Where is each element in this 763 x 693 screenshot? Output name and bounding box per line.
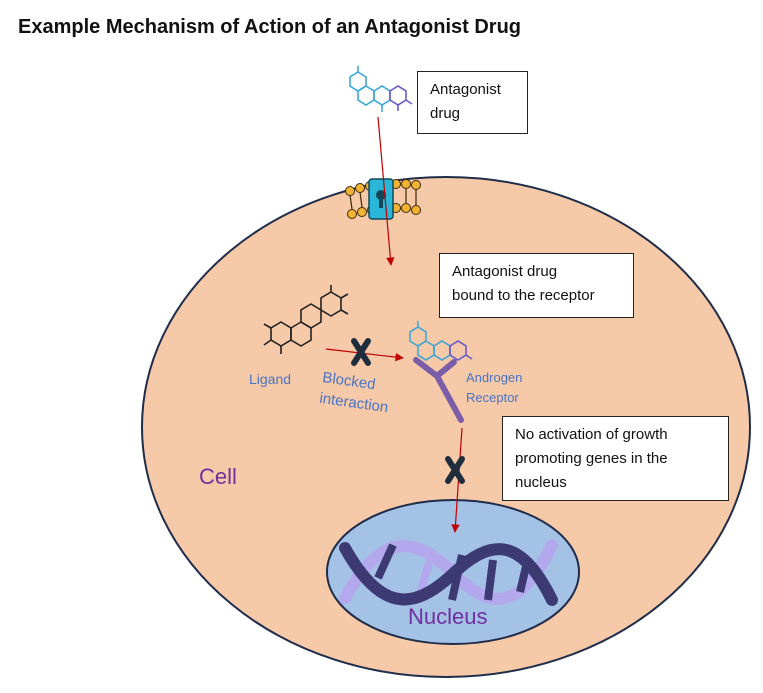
no-activation-box-line1: No activation of growth	[515, 426, 668, 443]
no-activation-box-line3: nucleus	[515, 474, 567, 491]
no-activation-box: No activation of growth promoting genes …	[502, 416, 729, 501]
ligand-molecule-icon	[263, 285, 349, 354]
membrane-channel-icon	[345, 178, 421, 220]
nucleus-label: Nucleus	[408, 604, 488, 629]
antagonist-drug-box: Antagonist drug	[417, 71, 528, 134]
antagonist-drug-box-line1: Antagonist	[430, 81, 501, 98]
ligand-label: Ligand	[249, 371, 292, 387]
page-title: Example Mechanism of Action of an Antago…	[18, 16, 522, 38]
blocked-x-icon	[351, 338, 371, 366]
entry-arrow	[377, 116, 395, 266]
no-activation-box-line2: promoting genes in the	[515, 450, 668, 467]
androgen-receptor-line1: Androgen	[466, 370, 523, 385]
blocked-x-icon	[445, 456, 465, 484]
antagonist-drug-box-line2: drug	[430, 105, 461, 122]
bound-receptor-box: Antagonist drug bound to the receptor	[439, 253, 634, 318]
antagonist-molecule-icon	[349, 66, 413, 112]
androgen-receptor-line2: Receptor	[466, 390, 519, 405]
androgen-receptor-icon	[409, 321, 473, 423]
dna-helix-icon	[339, 539, 558, 606]
bound-receptor-box-line1: Antagonist drug	[452, 263, 558, 280]
cell-label: Cell	[199, 464, 237, 489]
androgen-receptor-label: Androgen Receptor	[466, 368, 522, 408]
bound-receptor-box-line2: bound to the receptor	[452, 287, 595, 304]
